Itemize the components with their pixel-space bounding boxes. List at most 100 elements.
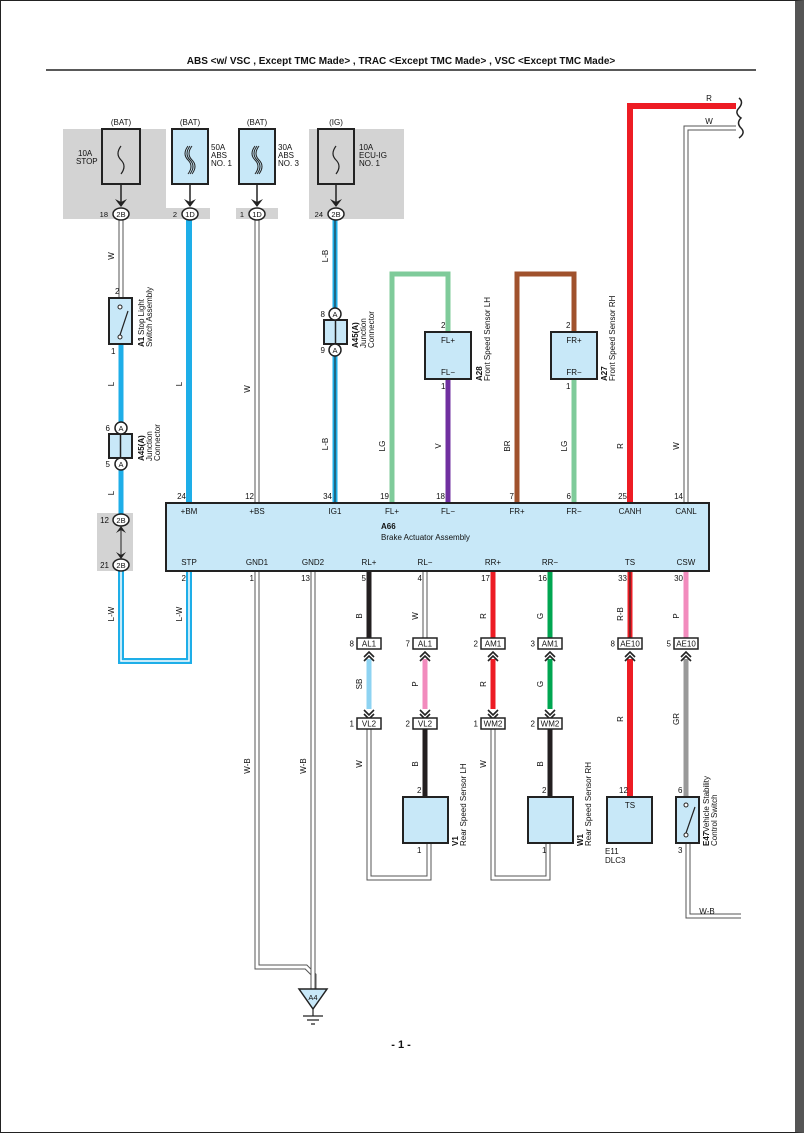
pin-number: 24 [315, 210, 323, 219]
terminal-label: A [332, 346, 337, 355]
wire-color-label: W [672, 442, 681, 450]
connector-id: AM1 [542, 640, 559, 649]
a66-pins: 24+BM12+BS34IG119FL+18FL−7FR+6FR−25CANH1… [177, 492, 697, 583]
fuse-ecu-ig-no1: (IG) 10A ECU-IG NO. 1 2B 24 [315, 118, 387, 221]
component-id: A1 [137, 336, 146, 347]
connector-box [537, 717, 563, 730]
wire-color-label: L [107, 490, 116, 495]
fuse-icon [251, 145, 263, 175]
terminal-label: +BS [249, 507, 264, 516]
switch-icon [119, 310, 129, 336]
fuse-name: ABS [278, 151, 294, 160]
component-id: E47 [702, 831, 711, 846]
component-name: DLC3 [605, 856, 626, 865]
fuse-number: NO. 3 [278, 159, 299, 168]
ground-point-a4: A4 [297, 988, 329, 1025]
pin-number: 2 [441, 321, 446, 330]
wire-color-label: L-B [321, 438, 330, 450]
wire-color-label: W [411, 612, 420, 620]
chevron-up-icon [544, 650, 556, 662]
wire-color-label: W [355, 760, 364, 768]
pin-number: 18 [100, 210, 108, 219]
component-name: Stop Light [137, 298, 146, 335]
wire-color-label: W-B [243, 758, 252, 773]
pin-number: 2 [474, 640, 479, 649]
component-name: Brake Actuator Assembly [381, 533, 470, 542]
pin-number: 33 [618, 574, 627, 583]
connector-id: AL1 [418, 640, 433, 649]
pin-number: 9 [321, 346, 326, 355]
fuse-rating: 10A [359, 143, 374, 152]
vehicle-stability-control-switch-e47: 6 3 E47 Vehicle Stability Control Switch [675, 776, 719, 855]
connector-box [673, 637, 699, 650]
wire-color-label: G [536, 681, 545, 687]
pin-number: 5 [362, 574, 367, 583]
connector-id: 2B [116, 210, 125, 219]
pin-number: 21 [100, 561, 109, 570]
connector-id: AM1 [485, 640, 502, 649]
wire-color-label: BR [503, 440, 512, 451]
wire-color-label: LG [378, 441, 387, 452]
component-name: Front Speed Sensor RH [608, 295, 617, 381]
pin-number: 7 [510, 492, 515, 501]
pin-number: 1 [417, 846, 422, 855]
connector-box [617, 637, 643, 650]
fuse-name: ABS [211, 151, 227, 160]
component-id: V1 [451, 836, 460, 846]
pin-number: 3 [678, 846, 683, 855]
pin-number: 19 [380, 492, 389, 501]
wire-color-label: P [672, 613, 681, 618]
pin-number: 25 [618, 492, 627, 501]
wire-color-label: L-W [107, 606, 116, 621]
fuse-rating: 30A [278, 143, 293, 152]
wire-color-label: SB [355, 679, 364, 690]
pin-number: 1 [240, 210, 244, 219]
connector-id: AE10 [620, 640, 640, 649]
junction-connector-a45-left: A A 6 5 A45(A) Junction Connector [106, 421, 162, 471]
chevron-up-icon [419, 650, 431, 662]
component-id: A66 [381, 522, 396, 531]
pin-number: 2 [542, 786, 547, 795]
wire-e47-wb [685, 843, 741, 919]
front-speed-sensor-rh-a27: FR+ FR− 2 1 A27 Front Speed Sensor RH [550, 295, 617, 391]
pin-number: 4 [418, 574, 423, 583]
diagram-title: ABS <w/ VSC , Except TMC Made> , TRAC <E… [187, 56, 616, 67]
junction-2b: 2B 2B 12 21 [100, 513, 130, 572]
terminal-label: IG1 [329, 507, 342, 516]
ground-icon [303, 1009, 323, 1025]
pin-number: 5 [106, 460, 111, 469]
dlc3-e11: TS 12 E11 DLC3 [605, 786, 653, 865]
connector-box [480, 637, 506, 650]
connector-box [412, 637, 438, 650]
terminal-label: CANH [619, 507, 642, 516]
component-name: Rear Speed Sensor LH [459, 763, 468, 846]
terminal-label: FL+ [441, 336, 455, 345]
fuse-rating: 10A [78, 149, 93, 158]
wire-color-label: W [243, 385, 252, 393]
connector-id: 1D [252, 210, 262, 219]
connector-id: 2B [331, 210, 340, 219]
continuation-brace-icon [736, 97, 744, 139]
brake-actuator-assembly-a66: A66 Brake Actuator Assembly [165, 502, 710, 572]
wire-color-label: L-W [175, 606, 184, 621]
rear-speed-sensor-lh-v1: 2 1 V1 Rear Speed Sensor LH [402, 763, 468, 855]
component-id: A28 [475, 366, 484, 381]
connector-id: VL2 [418, 720, 433, 729]
fuse-area-stop [63, 129, 166, 219]
component-id: A45(A) [351, 322, 360, 348]
arrow-down-icon [115, 199, 127, 207]
connector-box [537, 637, 563, 650]
wire-color-label: P [411, 681, 420, 686]
terminal-label: TS [625, 801, 635, 810]
front-speed-sensor-lh-a28: FL+ FL− 2 1 A28 Front Speed Sensor LH [424, 297, 492, 391]
component-id: W1 [576, 833, 585, 846]
pin-number: 30 [674, 574, 683, 583]
connector-id: AL1 [362, 640, 377, 649]
pin-number: 12 [245, 492, 254, 501]
component-name: Junction [359, 318, 368, 348]
wire-color-label: B [355, 613, 364, 618]
connector-box [412, 717, 438, 730]
chevron-up-icon [680, 650, 692, 662]
pin-number: 8 [611, 640, 616, 649]
